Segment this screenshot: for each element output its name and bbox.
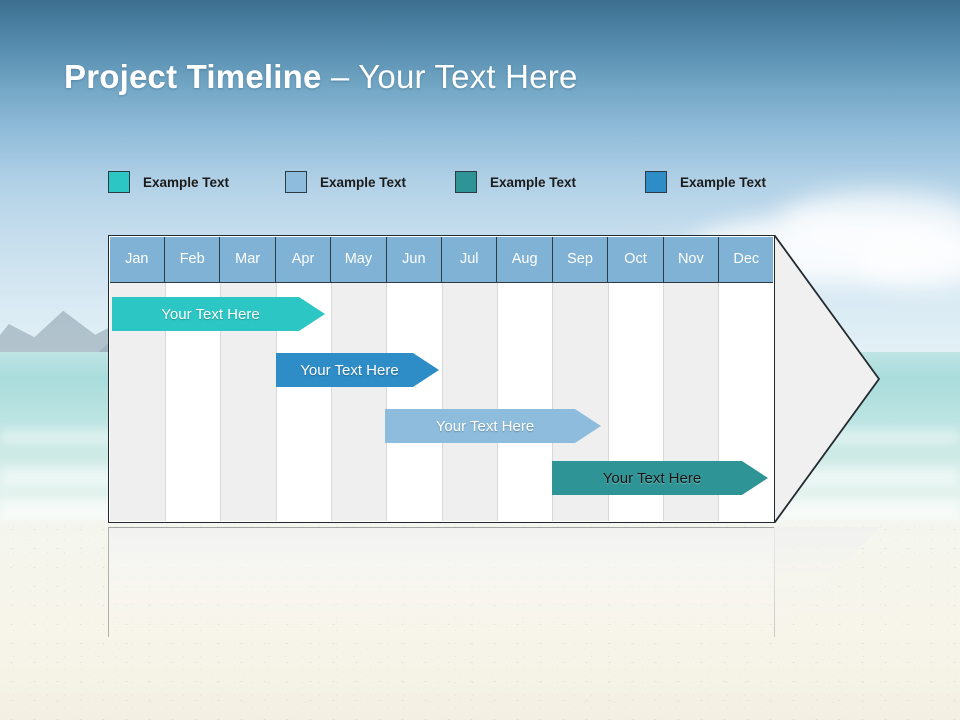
month-header-row: Jan Feb Mar Apr May Jun Jul Aug Sep Oct … xyxy=(109,236,774,282)
timeline-bar-2[interactable]: Your Text Here xyxy=(276,353,439,387)
legend-item-1[interactable]: Example Text xyxy=(108,168,229,196)
timeline-bar-label: Your Text Here xyxy=(300,361,399,379)
timeline-bar-4[interactable]: Your Text Here xyxy=(552,461,768,495)
timeline-bar-label: Your Text Here xyxy=(161,305,260,323)
legend-item-2[interactable]: Example Text xyxy=(285,168,406,196)
sand-grain-texture xyxy=(0,520,960,720)
timeline-bar-label: Your Text Here xyxy=(602,469,702,487)
month-cell-apr[interactable]: Apr xyxy=(275,236,332,282)
legend-swatch-icon xyxy=(108,171,130,193)
legend-item-4[interactable]: Example Text xyxy=(645,168,766,196)
legend-swatch-icon xyxy=(645,171,667,193)
page-title-strong: Project Timeline xyxy=(64,58,322,95)
timeline-bar-label: Your Text Here xyxy=(435,417,535,435)
month-cell-nov[interactable]: Nov xyxy=(663,236,720,282)
legend-item-label: Example Text xyxy=(490,174,577,190)
month-cell-mar[interactable]: Mar xyxy=(220,236,276,282)
month-cell-dec[interactable]: Dec xyxy=(719,236,774,282)
timeline-chart: Jan Feb Mar Apr May Jun Jul Aug Sep Oct … xyxy=(108,235,880,525)
month-cell-oct[interactable]: Oct xyxy=(608,236,664,282)
legend: Example Text Example Text Example Text E… xyxy=(108,168,868,198)
legend-item-label: Example Text xyxy=(320,174,407,190)
legend-swatch-icon xyxy=(285,171,307,193)
legend-item-label: Example Text xyxy=(143,174,230,190)
legend-item-3[interactable]: Example Text xyxy=(455,168,576,196)
month-cell-jan[interactable]: Jan xyxy=(109,236,165,282)
month-header-underline xyxy=(109,281,774,283)
legend-item-label: Example Text xyxy=(680,174,767,190)
page-title-light: – Your Text Here xyxy=(321,58,578,95)
month-cell-may[interactable]: May xyxy=(331,236,387,282)
month-cell-feb[interactable]: Feb xyxy=(165,236,221,282)
legend-swatch-icon xyxy=(455,171,477,193)
month-cell-jul[interactable]: Jul xyxy=(442,236,498,282)
page-title: Project Timeline – Your Text Here xyxy=(64,58,578,96)
month-cell-aug[interactable]: Aug xyxy=(497,236,553,282)
month-cell-sep[interactable]: Sep xyxy=(552,236,609,282)
timeline-bar-1[interactable]: Your Text Here xyxy=(112,297,325,331)
month-cell-jun[interactable]: Jun xyxy=(386,236,443,282)
timeline-bar-3[interactable]: Your Text Here xyxy=(385,409,601,443)
